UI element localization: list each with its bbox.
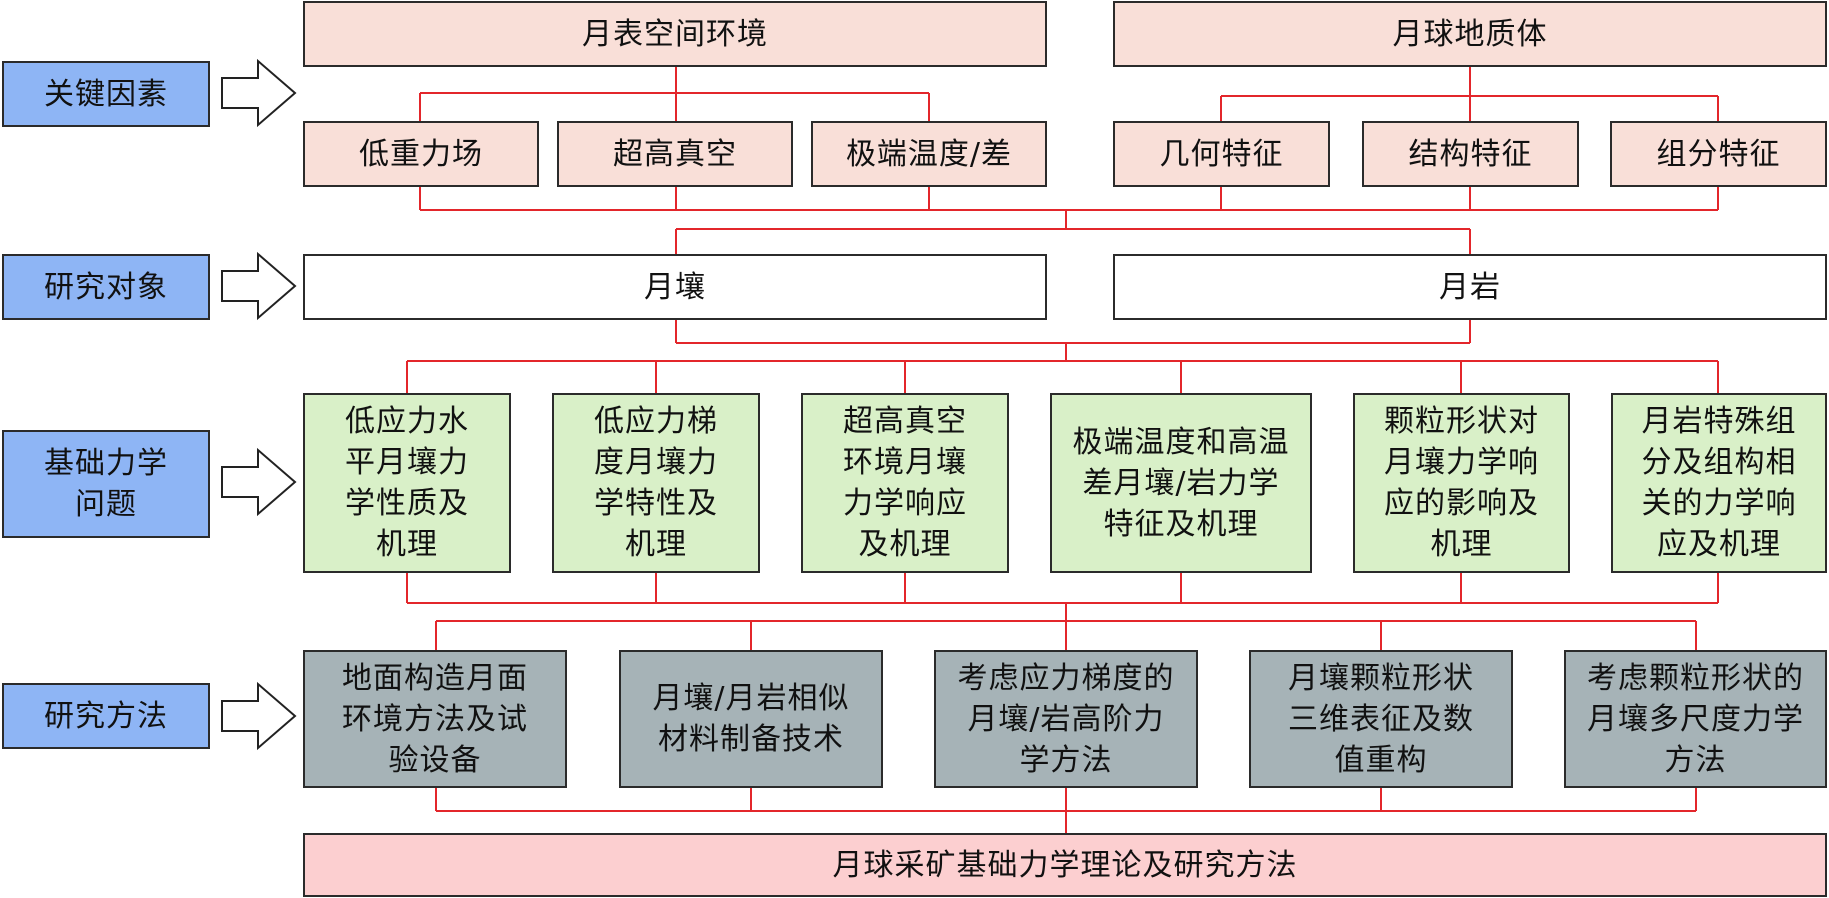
method-multiscale-mechanics: 考虑颗粒形状的月壤多尺度力学方法 xyxy=(1564,650,1827,788)
factor-extreme-temperature: 极端温度/差 xyxy=(811,121,1047,187)
row-label-key-factors: 关键因素 xyxy=(2,61,210,127)
arrow-right-icon xyxy=(221,447,297,517)
problem-particle-shape: 颗粒形状对月壤力学响应的影响及机理 xyxy=(1353,393,1570,573)
method-particle-shape-reconstruction: 月壤颗粒形状三维表征及数值重构 xyxy=(1249,650,1513,788)
method-analog-materials: 月壤/月岩相似材料制备技术 xyxy=(619,650,883,788)
row-label-mechanics-problems: 基础力学问题 xyxy=(2,430,210,538)
arrow-right-icon xyxy=(221,58,297,128)
factor-low-gravity: 低重力场 xyxy=(303,121,539,187)
factor-group-environment: 月表空间环境 xyxy=(303,1,1047,67)
object-lunar-regolith: 月壤 xyxy=(303,254,1047,320)
problem-ultra-high-vacuum: 超高真空环境月壤力学响应及机理 xyxy=(801,393,1009,573)
object-lunar-rock: 月岩 xyxy=(1113,254,1827,320)
factor-geometry: 几何特征 xyxy=(1113,121,1330,187)
factor-group-geology: 月球地质体 xyxy=(1113,1,1827,67)
arrow-right-icon xyxy=(221,251,297,321)
problem-low-stress-gradient: 低应力梯度月壤力学特性及机理 xyxy=(552,393,760,573)
problem-extreme-temperature: 极端温度和高温差月壤/岩力学特征及机理 xyxy=(1050,393,1312,573)
row-label-research-objects: 研究对象 xyxy=(2,254,210,320)
factor-structure: 结构特征 xyxy=(1362,121,1579,187)
method-stress-gradient-mechanics: 考虑应力梯度的月壤/岩高阶力学方法 xyxy=(934,650,1198,788)
conclusion-box: 月球采矿基础力学理论及研究方法 xyxy=(303,833,1827,897)
factor-ultra-high-vacuum: 超高真空 xyxy=(557,121,793,187)
factor-composition: 组分特征 xyxy=(1610,121,1827,187)
method-ground-environment-equipment: 地面构造月面环境方法及试验设备 xyxy=(303,650,567,788)
problem-lunar-rock-composition: 月岩特殊组分及组构相关的力学响应及机理 xyxy=(1611,393,1827,573)
problem-low-stress-level: 低应力水平月壤力学性质及机理 xyxy=(303,393,511,573)
arrow-right-icon xyxy=(221,681,297,751)
row-label-methods: 研究方法 xyxy=(2,683,210,749)
